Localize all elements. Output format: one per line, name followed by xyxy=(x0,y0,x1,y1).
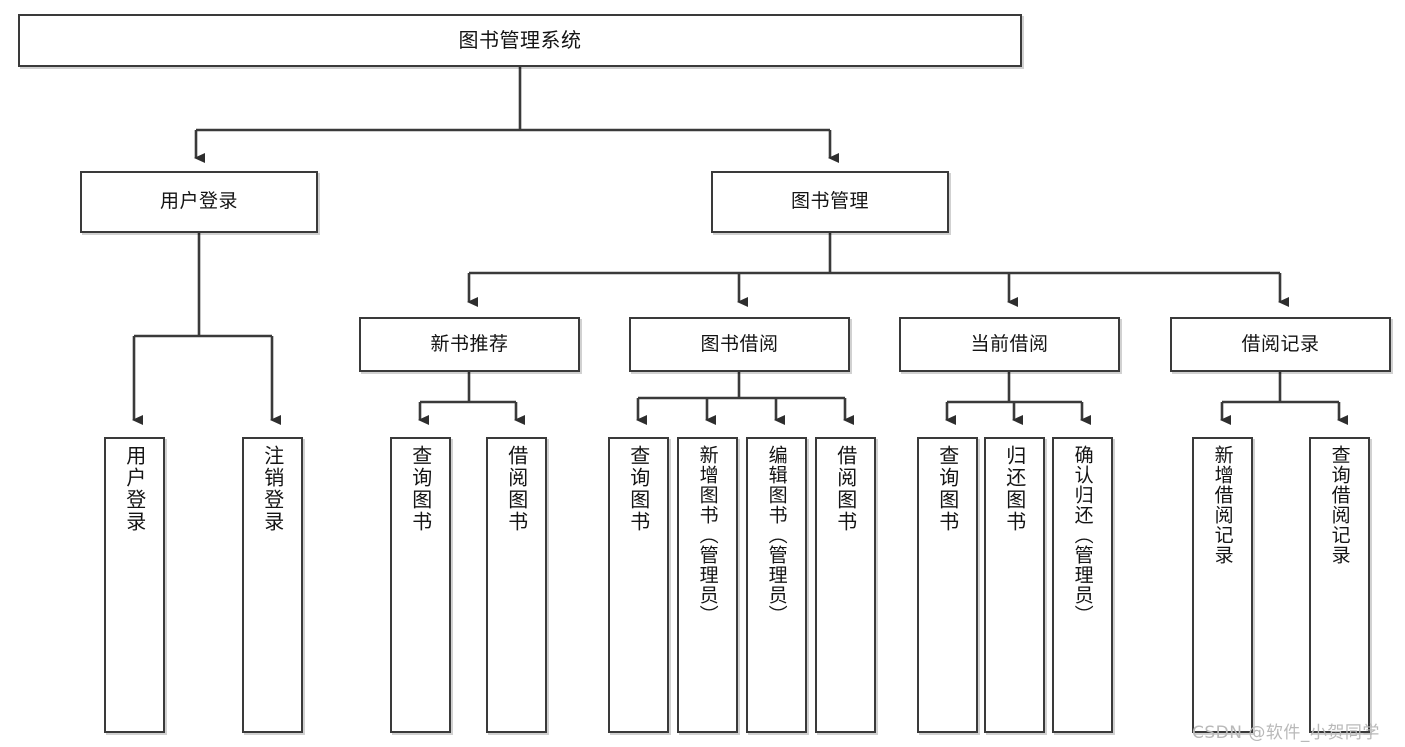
node-leaf-add-borrow-record[interactable]: 新增借阅记录 xyxy=(1192,437,1253,733)
node-leaf-query-book-2[interactable]: 查询图书 xyxy=(608,437,669,733)
node-leaf-return-book[interactable]: 归还图书 xyxy=(984,437,1045,733)
node-label: 注销登录 xyxy=(260,445,285,533)
node-label: 新增借阅记录 xyxy=(1211,445,1234,565)
node-leaf-confirm-return[interactable]: 确认归还（管理员） xyxy=(1052,437,1113,733)
node-label: 图书管理 xyxy=(790,190,869,213)
node-leaf-query-borrow-record[interactable]: 查询借阅记录 xyxy=(1309,437,1370,733)
node-label: 图书借阅 xyxy=(700,332,779,355)
node-book-management[interactable]: 图书管理 xyxy=(711,171,949,233)
node-label: 新书推荐 xyxy=(430,332,509,355)
node-label: 用户登录 xyxy=(122,445,147,533)
node-label: 归还图书 xyxy=(1002,445,1027,533)
watermark-credit: CSDN @软件_小贺同学 xyxy=(1192,723,1380,743)
node-current-borrow[interactable]: 当前借阅 xyxy=(899,317,1120,372)
node-leaf-user-login[interactable]: 用户登录 xyxy=(104,437,165,733)
node-label: 查询图书 xyxy=(935,445,960,533)
node-new-book-recommend[interactable]: 新书推荐 xyxy=(359,317,580,372)
node-leaf-query-book-3[interactable]: 查询图书 xyxy=(917,437,978,733)
node-leaf-query-book-1[interactable]: 查询图书 xyxy=(390,437,451,733)
node-label: 查询图书 xyxy=(626,445,651,533)
node-root-book-management-system[interactable]: 图书管理系统 xyxy=(18,14,1022,67)
node-label: 新增图书（管理员） xyxy=(696,445,719,625)
node-label: 编辑图书（管理员） xyxy=(765,445,788,625)
node-label: 借阅图书 xyxy=(833,445,858,533)
node-leaf-edit-book[interactable]: 编辑图书（管理员） xyxy=(746,437,807,733)
node-leaf-borrow-book-2[interactable]: 借阅图书 xyxy=(815,437,876,733)
node-label: 借阅记录 xyxy=(1241,332,1320,355)
node-leaf-logout-login[interactable]: 注销登录 xyxy=(242,437,303,733)
node-leaf-add-book[interactable]: 新增图书（管理员） xyxy=(677,437,738,733)
node-label: 当前借阅 xyxy=(970,332,1049,355)
node-label: 确认归还（管理员） xyxy=(1071,445,1094,625)
node-borrow-record[interactable]: 借阅记录 xyxy=(1170,317,1391,372)
node-book-borrow[interactable]: 图书借阅 xyxy=(629,317,850,372)
node-leaf-borrow-book-1[interactable]: 借阅图书 xyxy=(486,437,547,733)
node-label: 借阅图书 xyxy=(504,445,529,533)
node-label: 查询图书 xyxy=(408,445,433,533)
node-user-login[interactable]: 用户登录 xyxy=(80,171,318,233)
node-label: 用户登录 xyxy=(159,190,238,213)
node-label: 查询借阅记录 xyxy=(1328,445,1351,565)
node-label: 图书管理系统 xyxy=(458,28,582,52)
